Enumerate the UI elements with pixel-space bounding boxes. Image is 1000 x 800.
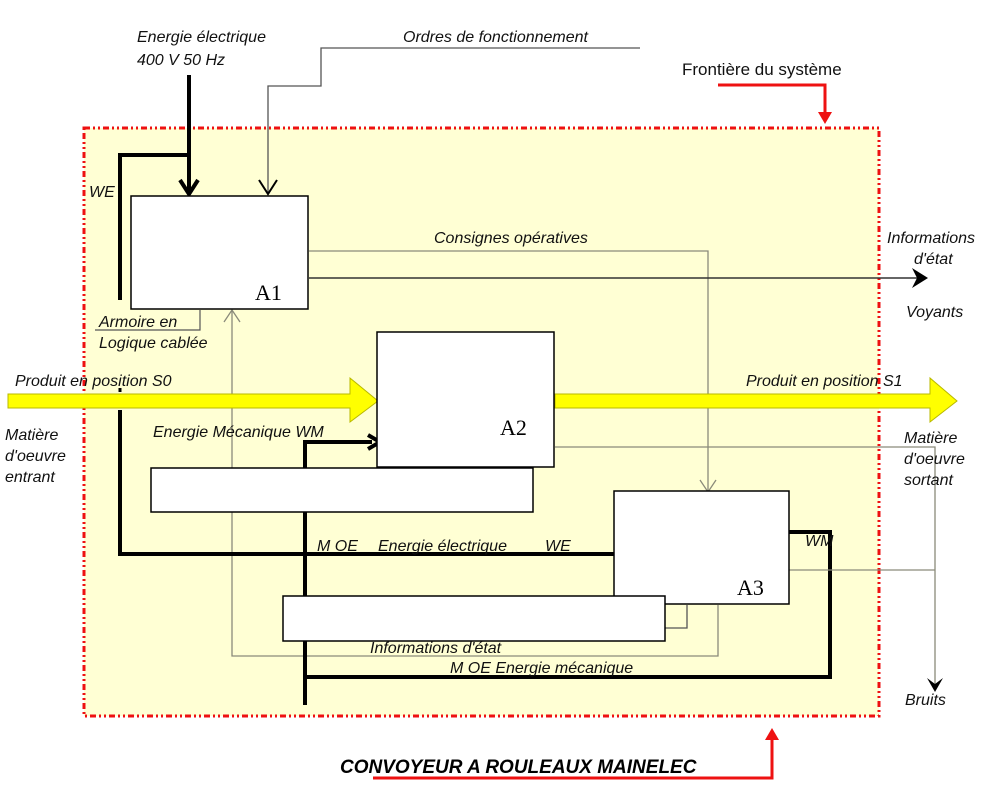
redaction-box-1 xyxy=(150,467,534,513)
electric-energy-label: Energie électrique xyxy=(137,29,266,46)
state-info-label-line2: d'état xyxy=(914,251,953,268)
state-info-label-line1: Informations xyxy=(887,230,975,247)
block-a2-id: A2 xyxy=(500,415,527,440)
block-a1[interactable]: A1 xyxy=(130,195,309,310)
wm-label: WM xyxy=(805,533,834,550)
raw-in-label-line2: d'oeuvre xyxy=(5,448,66,465)
redaction-box-2 xyxy=(282,595,666,642)
block-a3-id: A3 xyxy=(737,575,764,600)
electric-energy-internal-label: Energie électrique xyxy=(378,538,507,555)
title-pointer-arrow xyxy=(373,734,774,780)
moe-label: M OE xyxy=(317,538,358,555)
raw-in-label-line3: entrant xyxy=(5,469,55,486)
electric-energy-arrowhead xyxy=(178,178,200,198)
raw-in-label-line1: Matière xyxy=(5,427,58,444)
noise-arrowhead xyxy=(927,678,943,692)
operating-orders-line xyxy=(267,47,640,194)
cabinet-label-line2: Logique cablée xyxy=(99,335,208,352)
moe-mechanical-line xyxy=(305,530,832,679)
state-information-label: Informations d'état xyxy=(370,640,502,657)
operating-orders-label: Ordres de fonctionnement xyxy=(403,29,589,46)
boundary-label: Frontière du système xyxy=(682,60,842,79)
cabinet-leader-line xyxy=(95,310,201,331)
cabinet-label-line1: Armoire en xyxy=(98,314,177,331)
boundary-pointer-arrow xyxy=(718,83,827,118)
boundary-pointer-arrowhead xyxy=(818,112,832,124)
operating-orders-arrowhead xyxy=(258,179,278,196)
title-pointer-arrowhead xyxy=(765,728,779,740)
material-flow-input-arrow xyxy=(7,376,379,423)
operating-setpoints-line xyxy=(309,250,709,492)
block-a1-id: A1 xyxy=(255,280,282,305)
system-boundary xyxy=(82,126,881,718)
system-title: CONVOYEUR A ROULEAUX MAINELEC xyxy=(340,757,697,778)
block-a2[interactable]: A2 xyxy=(376,331,555,468)
product-in-label: Produit en position S0 xyxy=(15,373,172,390)
state-info-output-arrowhead xyxy=(912,268,928,288)
a2-output-info-line xyxy=(555,446,936,500)
product-out-label: Produit en position S1 xyxy=(746,373,903,390)
moe-mechanical-label: M OE Energie mécanique xyxy=(450,660,633,677)
we-branch-line xyxy=(118,153,189,300)
noise-label: Bruits xyxy=(905,692,946,709)
state-info-feedback-arrowhead xyxy=(223,308,241,323)
raw-out-label-line1: Matière xyxy=(904,430,957,447)
we-bus-label: WE xyxy=(545,538,571,555)
mechanical-energy-label: Energie Mécanique WM xyxy=(153,424,324,441)
electric-bus-line xyxy=(118,410,614,556)
material-flow-output-arrow xyxy=(554,376,958,424)
operating-setpoints-label: Consignes opératives xyxy=(434,230,588,247)
indicators-label: Voyants xyxy=(906,304,963,321)
block-a3[interactable]: A3 xyxy=(613,490,790,605)
a3-state-info-line xyxy=(660,605,688,629)
raw-out-label-line3: sortant xyxy=(904,472,953,489)
electric-energy-spec-label: 400 V 50 Hz xyxy=(137,52,225,69)
raw-out-label-line2: d'oeuvre xyxy=(904,451,965,468)
we-label: WE xyxy=(89,184,115,201)
